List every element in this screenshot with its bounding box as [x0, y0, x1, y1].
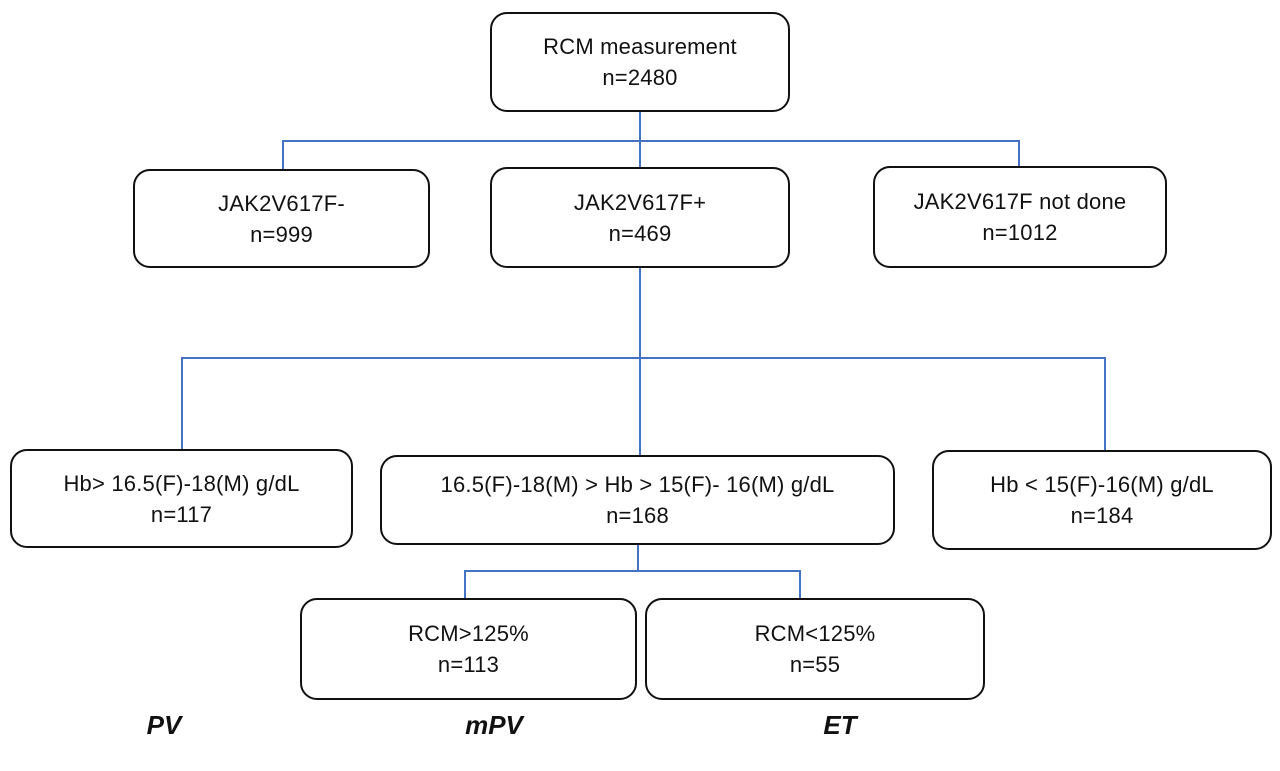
node-hb-high: Hb> 16.5(F)-18(M) g/dL n=117 — [10, 449, 353, 548]
connector-row2-rail — [282, 140, 1020, 142]
node-count: n=184 — [1070, 503, 1134, 528]
node-count: n=113 — [437, 652, 500, 677]
footer-label-pv: PV — [146, 710, 182, 740]
node-jak2-positive: JAK2V617F+ n=469 — [490, 167, 790, 268]
node-hb-intermediate: 16.5(F)-18(M) > Hb > 15(F)- 16(M) g/dL n… — [380, 455, 895, 545]
node-count: n=55 — [789, 652, 841, 677]
connector-jak2pos-stem — [639, 268, 641, 455]
node-count: n=469 — [608, 220, 672, 246]
node-rcm-below-125: RCM<125% n=55 — [645, 598, 985, 700]
footer-label-mpv: mPV — [465, 710, 523, 740]
connector-drop-jak2pos — [639, 140, 641, 167]
node-label: RCM<125% — [754, 621, 876, 646]
node-label: JAK2V617F not done — [913, 189, 1127, 214]
node-label: Hb> 16.5(F)-18(M) g/dL — [63, 470, 300, 496]
node-label: 16.5(F)-18(M) > Hb > 15(F)- 16(M) g/dL — [440, 472, 835, 497]
node-label: RCM measurement — [543, 34, 737, 59]
footer-label-et: ET — [823, 710, 857, 740]
node-label: JAK2V617F+ — [573, 189, 707, 215]
connector-row4-rail — [464, 570, 801, 572]
node-label: Hb < 15(F)-16(M) g/dL — [990, 472, 1214, 497]
node-jak2-not-done: JAK2V617F not done n=1012 — [873, 166, 1167, 268]
node-label: RCM>125% — [408, 621, 529, 646]
node-count: n=2480 — [602, 65, 678, 90]
node-jak2-negative: JAK2V617F- n=999 — [133, 169, 430, 268]
connector-drop-hbhigh — [181, 357, 183, 449]
node-count: n=117 — [150, 501, 213, 527]
node-count: n=168 — [606, 503, 669, 528]
node-count: n=999 — [250, 221, 313, 247]
node-rcm-measurement: RCM measurement n=2480 — [490, 12, 790, 112]
connector-row3-rail — [181, 357, 1106, 359]
connector-drop-hblow — [1104, 357, 1106, 450]
connector-drop-jak2neg — [282, 140, 284, 169]
connector-drop-jak2nd — [1018, 140, 1020, 166]
node-hb-low: Hb < 15(F)-16(M) g/dL n=184 — [932, 450, 1272, 550]
connector-drop-rcmhigh — [464, 570, 466, 598]
connector-root-stem — [639, 112, 641, 140]
connector-hbmid-stem — [637, 545, 639, 571]
node-count: n=1012 — [982, 220, 1058, 245]
node-label: JAK2V617F- — [218, 190, 345, 216]
connector-drop-rcmlow — [799, 570, 801, 598]
node-rcm-above-125: RCM>125% n=113 — [300, 598, 637, 700]
